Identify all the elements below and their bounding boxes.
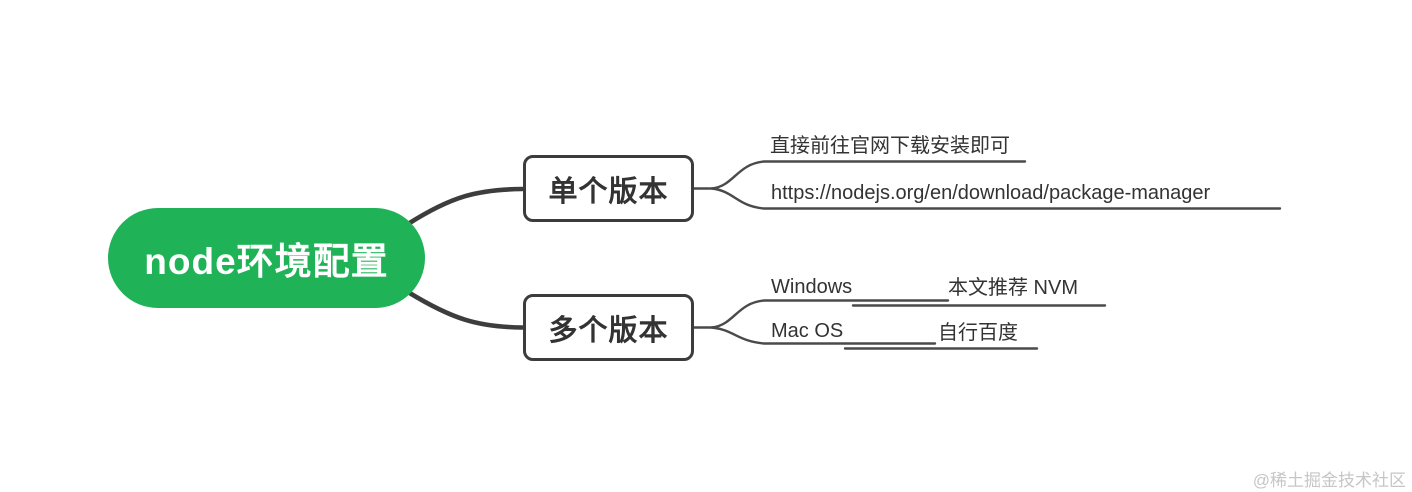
branch1-leaf2-underline: [710, 187, 1282, 210]
branch1-leaf1-underline: [710, 160, 1027, 190]
leaf-topic-download-tip: 直接前往官网下载安装即可: [770, 135, 1010, 157]
leaf-connectors: [690, 160, 1282, 350]
leaf-topic-nvm-note: 本文推荐 NVM: [948, 277, 1078, 299]
branch2-windows-underline: [710, 299, 950, 329]
leaf-topic-baidu-note: 自行百度: [938, 322, 1018, 344]
root-to-branch1-connector: [405, 186, 525, 227]
root-topic: node环境配置: [108, 208, 425, 308]
juejin-watermark: @稀土掘金技术社区: [1252, 471, 1406, 490]
branch-topic-single-version: 单个版本: [523, 155, 694, 222]
branch2-macos-underline: [710, 326, 937, 345]
root-connectors: [405, 186, 525, 330]
branch-topic-multi-version: 多个版本: [523, 294, 694, 361]
leaf-topic-windows: Windows: [771, 276, 853, 298]
leaf-topic-download-url: https://nodejs.org/en/download/package-m…: [771, 182, 1211, 204]
root-to-branch2-connector: [405, 289, 525, 330]
leaf-topic-macos: Mac OS: [771, 320, 844, 342]
